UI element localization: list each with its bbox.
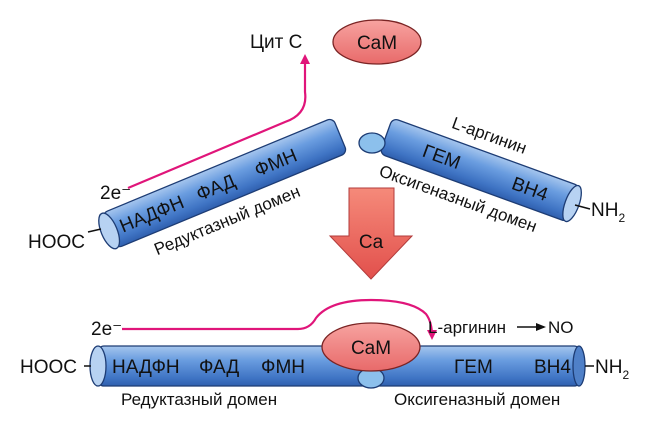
bottom-nadph-label: НАДФН [112, 357, 180, 378]
bottom-fad-label: ФАД [199, 357, 239, 378]
bottom-hooc-label: HOOC [20, 357, 77, 378]
ca-label: Ca [359, 232, 384, 253]
top-reductase-cylinder: НАДФН ФАД ФМН Редуктазный домен [98, 118, 347, 259]
top-oxygenase-cylinder: ГЕМ BH4 Оксигеназный домен L-аргинин [377, 113, 582, 236]
bottom-cam-oval [321, 322, 421, 372]
bottom-cam-label: CaM [351, 338, 391, 359]
top-electrons-label: 2e⁻ [100, 183, 131, 204]
bottom-panel: НАДФН ФАД ФМН ГЕМ BH4 Редуктазный домен … [20, 298, 629, 409]
top-cam-label: CaM [357, 33, 397, 54]
bottom-electron-arrow [122, 298, 437, 340]
top-nh2-connector [574, 204, 591, 210]
bottom-heme-label: ГЕМ [454, 357, 493, 378]
top-cam-oval [332, 19, 422, 65]
bottom-nh2-label: NH2 [595, 357, 629, 382]
top-panel: НАДФН ФАД ФМН Редуктазный домен ГЕМ BH4 … [28, 19, 625, 259]
ca-activation-arrow: Ca [328, 187, 414, 280]
bottom-no-label: NO [548, 318, 574, 337]
top-nh2-label: NH2 [591, 200, 625, 225]
bottom-oxygenase-domain-label: Оксигеназный домен [394, 390, 560, 409]
bottom-fmn-label: ФМН [261, 357, 305, 378]
top-hinge [358, 132, 386, 154]
bottom-electrons-label: 2e⁻ [91, 319, 122, 340]
top-hooc-connector [87, 228, 102, 233]
top-cyt-c-label: Цит C [250, 32, 302, 53]
bottom-reductase-domain-label: Редуктазный домен [121, 390, 277, 409]
bottom-l-arginine-label: L-аргинин [428, 318, 506, 337]
top-hooc-label: HOOC [28, 232, 85, 253]
top-electron-arrow [127, 54, 310, 190]
bottom-bh4-label: BH4 [534, 357, 571, 378]
